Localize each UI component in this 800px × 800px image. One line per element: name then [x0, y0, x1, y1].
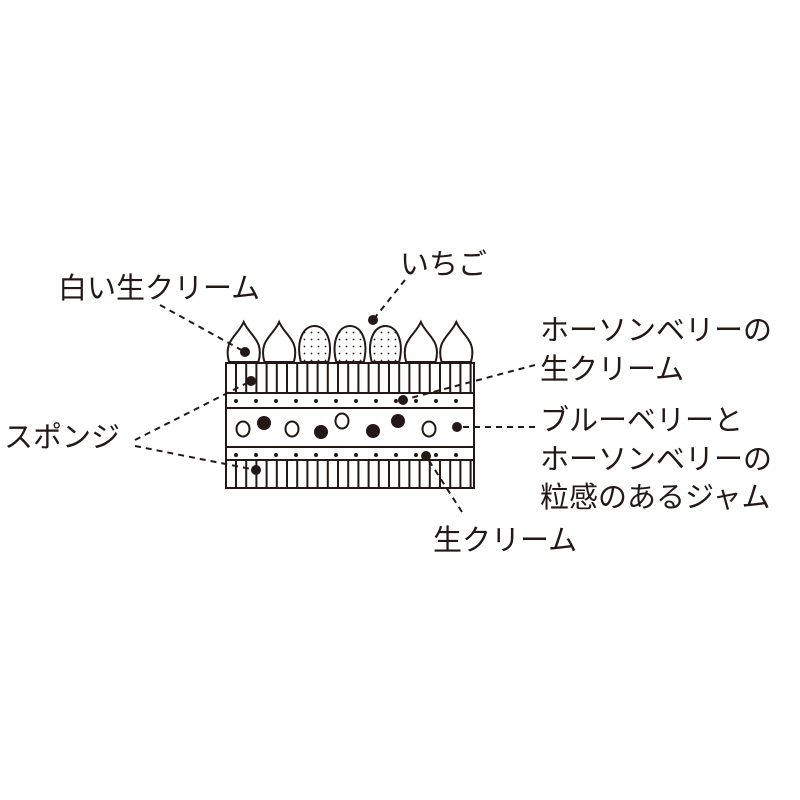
cream-dot: [434, 399, 438, 403]
leader-lines: [134, 279, 536, 513]
leader-line: [402, 364, 536, 401]
cream-dot: [394, 399, 398, 403]
whipped-cream-top: [439, 319, 474, 363]
cream-dot: [314, 453, 318, 457]
label-fresh-cream: 生クリーム: [433, 523, 577, 557]
hawthorn-berry: [334, 412, 350, 430]
blueberry: [257, 416, 271, 430]
cream-and-strawberry-tops: [226, 319, 474, 363]
whipped-cream-top: [403, 319, 438, 363]
leader-dot: [368, 315, 378, 325]
cream-dot: [334, 399, 338, 403]
cream-dot: [234, 399, 238, 403]
label-sponge: スポンジ: [4, 420, 120, 454]
cream-dot: [374, 453, 378, 457]
cream-dot: [374, 399, 378, 403]
leader-dot: [246, 376, 256, 386]
strawberry: [369, 324, 402, 363]
leader-line: [372, 279, 406, 321]
strawberry: [333, 324, 367, 363]
cream-dot: [254, 399, 258, 403]
leader-line: [134, 445, 257, 471]
label-jam-line3: 粒感のあるジャム: [540, 480, 771, 514]
cake-layers: [225, 362, 475, 489]
leader-dot: [452, 422, 462, 432]
cream-dot: [294, 453, 298, 457]
cream-dot: [314, 399, 318, 403]
leader-dot: [251, 465, 261, 475]
label-jam-line2: ホーソンベリーの: [540, 442, 772, 476]
cream-dot: [354, 453, 358, 457]
label-strawberry: いちご: [400, 247, 487, 281]
cream-dot: [394, 453, 398, 457]
leader-dot: [421, 451, 431, 461]
blueberry: [391, 414, 405, 428]
blueberry: [314, 425, 328, 439]
whipped-cream-top: [226, 319, 261, 363]
label-hawthorn-cream-line1: ホーソンベリーの: [540, 313, 772, 347]
cream-dot: [434, 453, 438, 457]
cream-dot: [254, 453, 258, 457]
leader-line: [425, 455, 463, 513]
hawthorn-berry: [284, 420, 300, 438]
cream-dot: [454, 453, 458, 457]
cream-dot: [334, 453, 338, 457]
blueberry: [366, 424, 380, 438]
cream-dot: [234, 453, 238, 457]
label-white-cream: 白い生クリーム: [58, 271, 260, 305]
leader-dot: [240, 347, 250, 357]
cream-dot: [414, 399, 418, 403]
leader-line: [159, 304, 246, 353]
cream-dot: [414, 453, 418, 457]
hawthorn-berry: [235, 420, 251, 438]
cream-dot: [274, 453, 278, 457]
leader-dot: [398, 395, 408, 405]
hawthorn-berry: [421, 420, 437, 438]
cream-dot: [354, 399, 358, 403]
whipped-cream-top: [262, 319, 297, 363]
label-jam-line1: ブルーベリーと: [540, 403, 743, 437]
label-hawthorn-cream-line2: 生クリーム: [540, 352, 684, 386]
cream-dot: [454, 399, 458, 403]
cream-dot: [274, 399, 278, 403]
cream-dot: [294, 399, 298, 403]
strawberry: [298, 324, 331, 363]
